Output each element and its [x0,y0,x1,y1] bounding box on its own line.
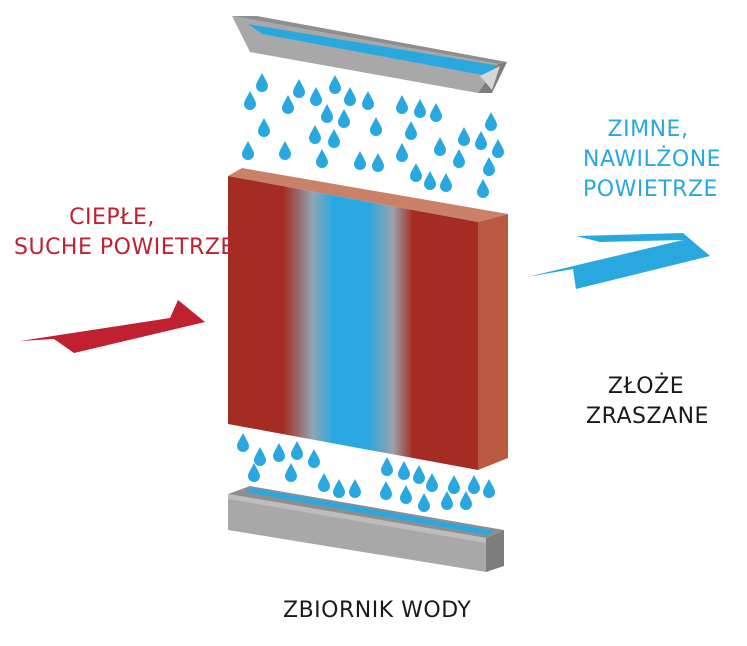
cold-humid-air-label: ZIMNE, NAWILŻONE POWIETRZE [583,115,722,205]
pad-line-1: ZŁOŻE [607,374,685,399]
pad-line-2: ZRASZANE [586,404,709,429]
cold-air-line-1: ZIMNE, [607,117,689,142]
wetted-pad-label: ZŁOŻE ZRASZANE [586,372,709,432]
cold-air-arrow-icon [527,233,710,289]
wetted-cooling-pad [228,168,508,470]
tank-text: ZBIORNIK WODY [283,598,472,623]
warm-air-line-1: CIEPŁE, [69,205,155,230]
warm-air-line-2: SUCHE POWIETRZE [14,235,235,260]
warm-air-arrow-icon [20,300,205,353]
top-water-tray [232,16,507,93]
water-tank [228,486,504,572]
cold-air-line-2: NAWILŻONE [583,147,722,172]
warm-dry-air-label: CIEPŁE, SUCHE POWIETRZE [14,203,235,263]
water-tank-label: ZBIORNIK WODY [283,596,471,626]
cold-air-line-3: POWIETRZE [583,177,718,202]
